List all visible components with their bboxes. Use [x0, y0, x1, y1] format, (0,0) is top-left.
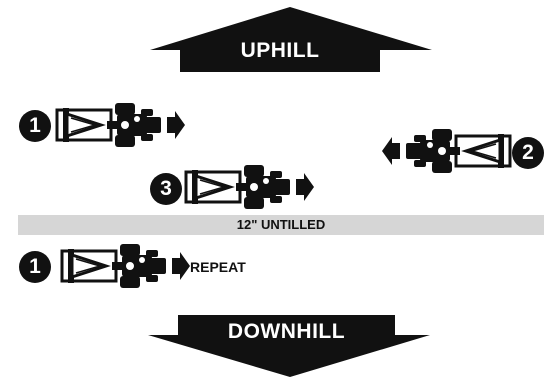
tractor-pass-repeat	[60, 242, 192, 290]
repeat-note: REPEAT	[190, 259, 246, 275]
downhill-label: DOWNHILL	[227, 320, 346, 343]
step-badge-2: 2	[512, 137, 544, 169]
downhill-arrow	[148, 315, 430, 377]
step-badge-repeat: 1	[19, 251, 51, 283]
tractor-pass-1	[55, 101, 187, 149]
untilled-strip-label: 12" UNTILLED	[236, 217, 326, 232]
untilled-strip: 12" UNTILLED	[18, 215, 544, 235]
tractor-pass-2	[380, 127, 512, 175]
step-badge-1: 1	[19, 110, 51, 142]
tractor-pass-3	[184, 163, 316, 211]
uphill-arrow	[150, 7, 432, 72]
uphill-label: UPHILL	[240, 39, 320, 62]
step-badge-3: 3	[150, 173, 182, 205]
